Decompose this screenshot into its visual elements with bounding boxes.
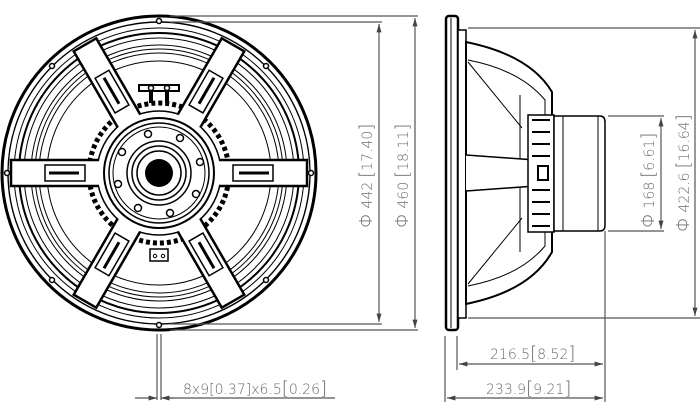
svg-text:Φ460[18.11]: Φ460[18.11] [392,124,413,228]
label-mounting-holes: 8x9[0.37]x6.5[0.26] [183,378,327,399]
svg-text:Φ442[17.40]: Φ442[17.40] [356,124,377,228]
svg-text:Φ168[6.61]: Φ168[6.61] [638,133,659,228]
side-view [444,14,606,332]
label-depth-from-mount: 216.5[8.52] [490,343,575,364]
magnet-bolts [113,129,205,218]
svg-text:Φ422.6[16.64]: Φ422.6[16.64] [673,114,694,232]
front-view [0,14,318,332]
side-dimensions [444,27,700,402]
pole-vent [145,159,173,187]
terminal-top [138,84,180,103]
mounting-holes [3,17,315,329]
label-magnet-diameter: Φ168[6.61] [638,133,659,228]
front-dimensions [135,15,418,401]
label-outer-diameter: Φ460[18.11] [392,124,413,228]
terminal-bottom [149,248,169,262]
label-overall-depth: 233.9[9.21] [486,378,571,399]
label-cutout-diameter: Φ442[17.40] [356,124,377,228]
frame-spokes [9,36,309,310]
label-frame-diameter: Φ422.6[16.64] [673,114,694,232]
